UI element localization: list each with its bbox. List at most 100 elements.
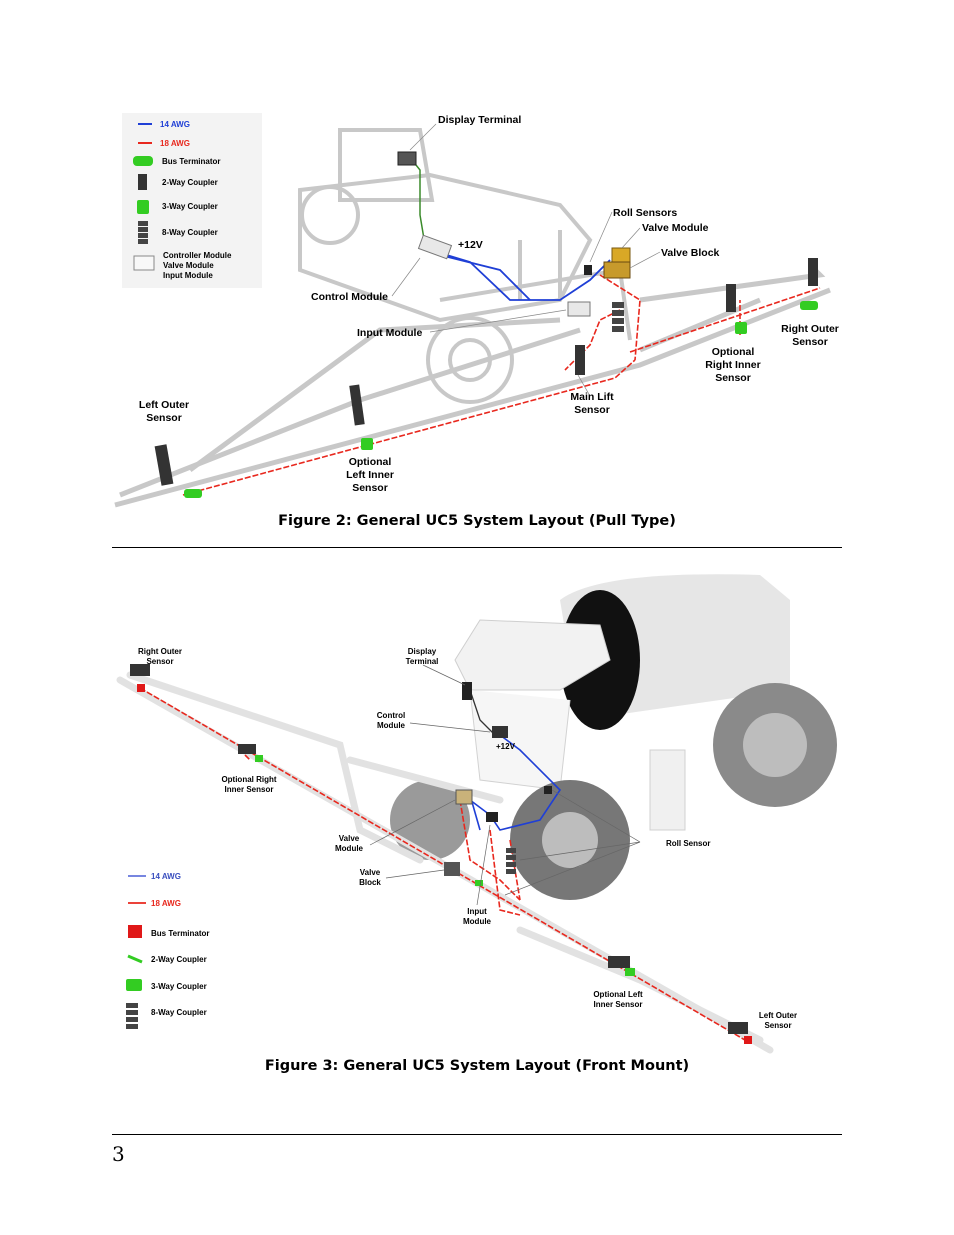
fig3-label-right-outer-2: Sensor xyxy=(146,657,173,666)
fig3-legend-three-way-label: 3-Way Coupler xyxy=(151,982,207,991)
label-display-terminal: Display Terminal xyxy=(438,114,521,126)
fig3-label-control-1: Control xyxy=(377,711,405,720)
label-control-module: Control Module xyxy=(311,291,388,303)
right-outer-sensor-icon xyxy=(808,258,818,286)
fig3-label-control-2: Module xyxy=(377,721,406,730)
fig3-label-valve-block-1: Valve xyxy=(360,868,381,877)
footer-rule xyxy=(112,1134,842,1135)
valve-block-icon xyxy=(603,261,631,279)
wire-18awg-fig3 xyxy=(139,687,746,1041)
fig3-label-input-module-2: Module xyxy=(463,917,492,926)
fig3-coupler-valve-block xyxy=(475,880,483,886)
fig3-label-valve-block-2: Block xyxy=(359,878,381,887)
figure2-illustration: 14 AWG 18 AWG Bus Terminator 2-Way Coupl… xyxy=(114,113,839,508)
fig3-label-left-outer-2: Sensor xyxy=(764,1021,791,1030)
fig3-eight-way-coupler xyxy=(506,848,516,874)
label-plus12v: +12V xyxy=(458,239,483,251)
fig3-label-left-outer-1: Left Outer xyxy=(759,1011,797,1020)
fig3-bus-terminator-icon xyxy=(128,925,142,938)
right-inner-sensor-icon xyxy=(726,284,736,312)
fig3-label-roll-sensor: Roll Sensor xyxy=(666,839,710,848)
label-left-outer-2: Sensor xyxy=(146,412,182,424)
fig3-legend-two-way-label: 2-Way Coupler xyxy=(151,955,207,964)
label-main-lift-2: Sensor xyxy=(574,404,610,416)
fig3-display-terminal-icon xyxy=(462,682,472,700)
three-way-coupler-left xyxy=(361,438,373,450)
legend-modules-label-2: Valve Module xyxy=(163,261,214,270)
fig3-eight-way-coupler-icon xyxy=(126,1003,138,1029)
eight-way-coupler-icon xyxy=(138,221,148,244)
main-lift-sensor-icon xyxy=(575,345,585,375)
boom-outline xyxy=(114,263,831,508)
label-opt-left-inner-2: Left Inner xyxy=(346,469,394,481)
legend-modules-label-3: Input Module xyxy=(163,271,213,280)
fig3-right-outer-sensor-icon xyxy=(130,664,150,676)
left-outer-sensor-icon xyxy=(154,444,174,486)
figure3-caption: Figure 3: General UC5 System Layout (Fro… xyxy=(264,1058,690,1074)
label-valve-block: Valve Block xyxy=(661,247,720,259)
page-number: 3 xyxy=(112,1142,125,1166)
label-right-outer-1: Right Outer xyxy=(781,323,839,335)
display-terminal-icon xyxy=(397,151,417,166)
fig3-terminator-right xyxy=(137,684,145,692)
label-opt-left-inner-1: Optional xyxy=(349,456,392,468)
figure2-leader-lines xyxy=(391,123,661,397)
input-module-icon xyxy=(567,301,591,317)
bus-terminator-right xyxy=(800,301,818,310)
legend-bus-terminator-label: Bus Terminator xyxy=(162,157,221,166)
fig3-legend-18awg-label: 18 AWG xyxy=(151,899,181,908)
two-way-coupler-icon xyxy=(138,174,147,190)
legend-two-way-label: 2-Way Coupler xyxy=(162,178,218,187)
fig3-label-opt-right-inner-1: Optional Right xyxy=(221,775,276,784)
figure3-leader-lines xyxy=(369,664,641,906)
fig3-label-valve-module-1: Valve xyxy=(339,834,360,843)
legend-14awg-label: 14 AWG xyxy=(160,120,190,129)
fig3-right-inner-sensor-icon xyxy=(238,744,256,754)
fig3-label-display-1: Display xyxy=(408,647,437,656)
fig3-valve-module-icon xyxy=(455,789,473,805)
display-cable-fig3 xyxy=(469,689,496,736)
fig3-input-module-icon xyxy=(486,812,498,822)
label-opt-right-inner-1: Optional xyxy=(712,346,755,358)
module-icon xyxy=(133,255,155,271)
eight-way-coupler-fig2 xyxy=(612,302,624,332)
bus-terminator-icon xyxy=(133,156,153,166)
fig3-label-display-2: Terminal xyxy=(406,657,439,666)
label-opt-right-inner-3: Sensor xyxy=(715,372,751,384)
fig3-label-opt-left-inner-1: Optional Left xyxy=(593,990,643,999)
fig3-legend-eight-way-label: 8-Way Coupler xyxy=(151,1008,207,1017)
wire-14awg-fig2 xyxy=(429,249,611,301)
fig3-label-right-outer-1: Right Outer xyxy=(138,647,182,656)
fig3-left-outer-sensor-icon xyxy=(728,1022,748,1034)
bus-terminator-left xyxy=(184,489,202,498)
fig3-two-way-coupler-icon xyxy=(127,954,143,964)
fig3-coupler-left-inner xyxy=(625,968,635,976)
label-opt-right-inner-2: Right Inner xyxy=(705,359,760,371)
fig3-legend-14awg-label: 14 AWG xyxy=(151,872,181,881)
label-main-lift-1: Main Lift xyxy=(570,391,614,403)
label-valve-module: Valve Module xyxy=(642,222,709,234)
label-right-outer-2: Sensor xyxy=(792,336,828,348)
legend-three-way-label: 3-Way Coupler xyxy=(162,202,218,211)
fig3-valve-block-icon xyxy=(444,862,460,876)
sprayer-body xyxy=(390,574,837,900)
fig3-label-opt-left-inner-2: Inner Sensor xyxy=(594,1000,643,1009)
figure3-illustration: 14 AWG 18 AWG Bus Terminator 2-Way Coupl… xyxy=(116,574,837,1054)
label-left-outer-1: Left Outer xyxy=(139,399,189,411)
section-divider xyxy=(112,547,842,548)
label-roll-sensors: Roll Sensors xyxy=(613,207,677,219)
display-cable xyxy=(411,159,426,246)
fig3-legend-bus-terminator-label: Bus Terminator xyxy=(151,929,210,938)
fig3-coupler-right-inner xyxy=(255,755,263,762)
label-input-module: Input Module xyxy=(357,327,422,339)
fig3-label-opt-right-inner-2: Inner Sensor xyxy=(225,785,274,794)
label-opt-left-inner-3: Sensor xyxy=(352,482,388,494)
legend-eight-way-label: 8-Way Coupler xyxy=(162,228,218,237)
fig3-left-inner-sensor-icon xyxy=(608,956,630,968)
roll-sensor-icon xyxy=(584,265,592,275)
legend-18awg-label: 18 AWG xyxy=(160,139,190,148)
fig3-roll-sensor-icon xyxy=(544,786,552,794)
fig3-label-valve-module-2: Module xyxy=(335,844,364,853)
three-way-coupler-right xyxy=(735,322,747,334)
